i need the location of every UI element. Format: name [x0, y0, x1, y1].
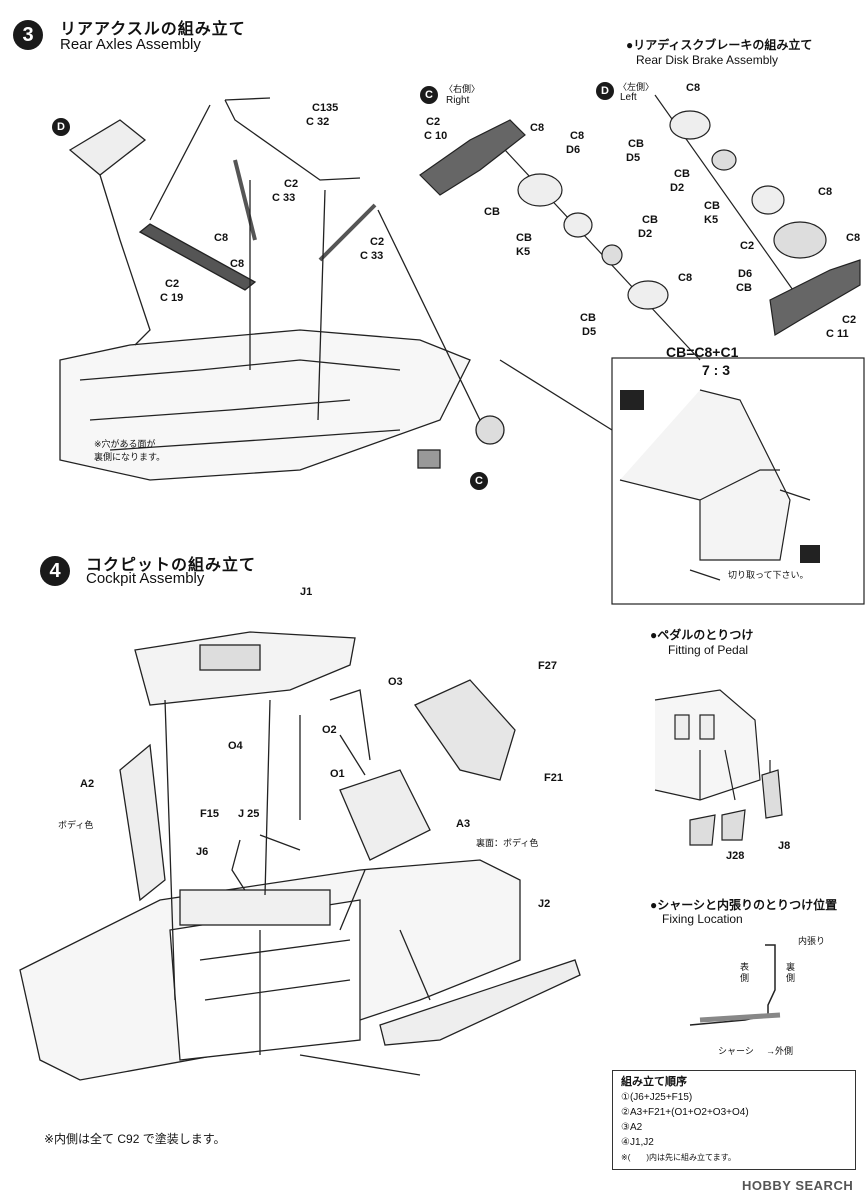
l-label-d5: D5: [626, 152, 641, 164]
left-side-jp: 〈左側〉: [618, 82, 655, 92]
label-f27: F27: [538, 660, 557, 672]
r-label-cb: CB: [484, 206, 500, 218]
fixing-front-label: 表側: [740, 962, 750, 983]
step-3-badge: 3: [13, 20, 43, 50]
l-label-c11: C 11: [826, 328, 849, 340]
l-label-c8a: C8: [686, 82, 701, 94]
fixing-inner-lining: 内張り: [798, 936, 826, 946]
mix-formula: CB=C8+C1: [666, 344, 739, 360]
label-c8a: C8: [214, 232, 229, 244]
step-4-title-jp: コクピットの組み立て: [86, 557, 257, 574]
l-label-d6: D6: [738, 268, 753, 280]
assembly-order-title: 組み立て順序: [621, 1076, 687, 1088]
label-o3: O3: [388, 676, 403, 688]
step-3-note: ※穴がある面が 裏側になります。: [94, 439, 166, 462]
fixing-chassis-label: シャーシ: [718, 1046, 754, 1056]
label-o2: O2: [322, 724, 337, 736]
left-side-marker: D: [596, 82, 614, 100]
r-label-c8c: C8: [678, 272, 693, 284]
assembly-order-box: 組み立て順序 ①(J6+J25+F15) ②A3+F21+(O1+O2+O3+O…: [612, 1070, 856, 1170]
l-label-cb2: CB: [674, 168, 690, 180]
label-j6: J6: [196, 846, 209, 858]
label-j8: J8: [778, 840, 791, 852]
a2-body-color-note: ボディ色: [58, 820, 94, 830]
right-side-en: Right: [446, 95, 470, 106]
step-3-title-en: Rear Axles Assembly: [60, 36, 201, 53]
step-3-title-jp: リアアクスルの組み立て: [60, 21, 246, 38]
label-c19: C 19: [160, 292, 184, 304]
label-f21: F21: [544, 772, 563, 784]
label-o4: O4: [228, 740, 243, 752]
right-side-jp: 〈右側〉: [444, 84, 481, 94]
label-c135: C135: [312, 102, 339, 114]
assembly-order-item: ③A2: [621, 1122, 643, 1133]
fixing-title-en: Fixing Location: [662, 912, 743, 926]
label-a3: A3: [456, 818, 471, 830]
fixing-title-jp: ●シャーシと内張りのとりつけ位置: [650, 898, 838, 912]
l-label-c8d: C8: [846, 232, 861, 244]
r-label-k5: K5: [516, 246, 531, 258]
l-label-cb4: CB: [736, 282, 752, 294]
label-j25: J 25: [238, 808, 260, 820]
label-c2b: C2: [370, 236, 385, 248]
r-label-cb2: CB: [516, 232, 532, 244]
label-c8b: C8: [230, 258, 245, 270]
r-label-d2: D2: [638, 228, 653, 240]
footer-paint-note: ※内側は全て C92 で塗装します。: [44, 1132, 226, 1146]
label-c32: C 32: [306, 116, 330, 128]
label-c2c: C2: [165, 278, 180, 290]
label-c2a: C2: [284, 178, 299, 190]
label-o1: O1: [330, 768, 345, 780]
l-label-cb: CB: [628, 138, 644, 150]
a3-back-body-color-note: 裏面：ボディ色: [476, 838, 539, 848]
disk-brake-title-en: Rear Disk Brake Assembly: [636, 53, 779, 67]
fixing-back-label: 裏側: [786, 962, 796, 983]
right-side-marker: C: [420, 86, 438, 104]
label-j1: J1: [300, 586, 313, 598]
r-label-c8a: C8: [530, 122, 545, 134]
assembly-order-item: ②A3+F21+(O1+O2+O3+O4): [621, 1107, 749, 1118]
assembly-order-item: ④J1,J2: [621, 1137, 654, 1148]
r-label-c8b: C8: [570, 130, 585, 142]
r-label-d6: D6: [566, 144, 581, 156]
l-label-c2: C2: [740, 240, 755, 252]
r-label-c2: C2: [426, 116, 441, 128]
l-label-d2: D2: [670, 182, 685, 194]
left-side-en: Left: [620, 92, 637, 103]
watermark-logo: HOBBY SEARCH: [742, 1178, 854, 1193]
mix-ratio: 7 : 3: [702, 362, 731, 378]
part-marker-d: D: [52, 118, 70, 136]
l-label-c8c: C8: [818, 186, 833, 198]
label-c33b: C 33: [360, 250, 384, 262]
label-j2: J2: [538, 898, 551, 910]
disk-brake-title-jp: ●リアディスクブレーキの組み立て: [626, 38, 813, 52]
part-marker-c: C: [470, 472, 488, 490]
l-label-k5: K5: [704, 214, 719, 226]
r-label-d5: D5: [582, 326, 597, 338]
pedal-title-en: Fitting of Pedal: [668, 643, 749, 657]
fixing-outside-label: →外側: [766, 1046, 794, 1056]
step-4-title-en: Cockpit Assembly: [86, 570, 205, 587]
assembly-order-note: ※( )内は先に組み立てます。: [621, 1153, 736, 1162]
r-label-c10: C 10: [424, 130, 448, 142]
label-j28: J28: [726, 850, 745, 862]
label-a2: A2: [80, 778, 95, 790]
step-4-badge: 4: [40, 556, 70, 586]
r-label-cb3: CB: [642, 214, 658, 226]
l-label-c2b: C2: [842, 314, 857, 326]
label-c33a: C 33: [272, 192, 296, 204]
pedal-title-jp: ●ペダルのとりつけ: [650, 628, 754, 642]
assembly-order-item: ①(J6+J25+F15): [621, 1092, 693, 1103]
label-f15: F15: [200, 808, 219, 820]
r-label-cb4: CB: [580, 312, 596, 324]
callout-cut-note: 切り取って下さい。: [728, 570, 809, 580]
l-label-cb3: CB: [704, 200, 720, 212]
